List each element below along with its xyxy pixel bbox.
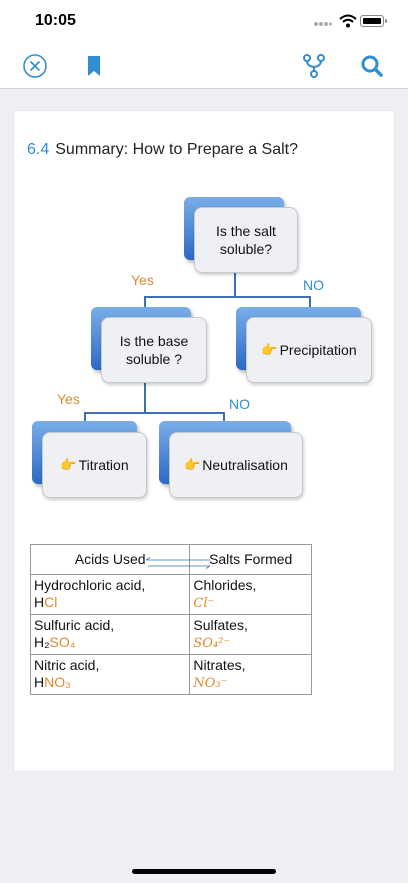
node-text-line: soluble ? bbox=[125, 351, 183, 367]
yes-label: Yes bbox=[131, 272, 154, 288]
table-row: Sulfuric acid, H₂SO₄ Sulfates, SO₄²⁻ bbox=[29, 614, 312, 655]
branch-icon bbox=[303, 54, 325, 78]
salt-cell: Nitrates, NO₃⁻ bbox=[189, 654, 312, 695]
acid-name: Sulfuric acid, bbox=[34, 617, 115, 633]
pointing-hand-icon: 👉 bbox=[60, 457, 77, 472]
connector bbox=[144, 381, 146, 413]
branch-button[interactable] bbox=[300, 52, 328, 80]
acid-cell: Hydrochloric acid, HCl bbox=[29, 574, 191, 615]
connector bbox=[223, 412, 225, 426]
node-text-line: Is the salt bbox=[216, 223, 276, 239]
table-row: Hydrochloric acid, HCl Chlorides, Cl⁻ bbox=[29, 574, 312, 615]
node-text: Titration bbox=[78, 457, 129, 473]
status-bar: 10:05 bbox=[0, 0, 408, 44]
section-title-text: Summary: How to Prepare a Salt? bbox=[55, 141, 299, 158]
table-header-cell: Acids Used bbox=[29, 544, 191, 575]
cellular-signal-icon bbox=[314, 22, 332, 26]
acid-cell: Nitric acid, HNO₃ bbox=[29, 654, 191, 695]
acid-name: Nitric acid, bbox=[34, 657, 100, 673]
acid-formula: H₂ bbox=[34, 634, 50, 650]
close-button[interactable] bbox=[21, 52, 49, 80]
bookmark-icon bbox=[88, 56, 100, 76]
connector bbox=[84, 412, 86, 426]
book-page: 6.4 Summary: How to Prepare a Salt? Is th… bbox=[14, 111, 394, 771]
connector bbox=[234, 271, 236, 297]
node-text-line: Is the base bbox=[119, 333, 189, 349]
wifi-icon bbox=[339, 14, 357, 28]
close-circle-icon bbox=[23, 54, 47, 78]
connector bbox=[144, 296, 146, 311]
no-label: NO bbox=[303, 277, 324, 293]
pointing-hand-icon: 👉 bbox=[184, 457, 201, 472]
acid-formula-anion: Cl bbox=[44, 594, 58, 610]
node-text: Neutralisation bbox=[202, 457, 288, 473]
salt-name: Nitrates, bbox=[193, 657, 246, 673]
home-indicator[interactable] bbox=[132, 869, 276, 874]
salt-cell: Sulfates, SO₄²⁻ bbox=[189, 614, 312, 655]
double-arrow-icon bbox=[145, 557, 211, 569]
node-text: Precipitation bbox=[279, 342, 357, 358]
no-label: NO bbox=[229, 396, 250, 412]
bookmark-button[interactable] bbox=[80, 52, 108, 80]
connector bbox=[144, 296, 310, 298]
yes-label: Yes bbox=[57, 391, 80, 407]
search-button[interactable] bbox=[358, 52, 386, 80]
acid-formula: H bbox=[34, 674, 45, 690]
section-number: 6.4 bbox=[27, 141, 50, 158]
connector bbox=[84, 412, 224, 414]
section-title: 6.4 Summary: How to Prepare a Salt? bbox=[27, 141, 298, 159]
table-header-row: Acids Used Salts Formed bbox=[29, 544, 312, 575]
connector bbox=[309, 296, 311, 311]
acid-cell: Sulfuric acid, H₂SO₄ bbox=[29, 614, 191, 655]
table-row: Nitric acid, HNO₃ Nitrates, NO₃⁻ bbox=[29, 654, 312, 695]
acid-formula-anion: SO₄ bbox=[49, 634, 76, 650]
salt-cell: Chlorides, Cl⁻ bbox=[189, 574, 312, 615]
salt-ion: SO₄²⁻ bbox=[193, 636, 231, 651]
acid-formula: H bbox=[34, 594, 45, 610]
salt-name: Chlorides, bbox=[193, 577, 257, 593]
acid-name: Hydrochloric acid, bbox=[34, 577, 146, 593]
status-time: 10:05 bbox=[35, 12, 76, 29]
salt-name: Sulfates, bbox=[193, 617, 248, 633]
salt-ion: NO₃⁻ bbox=[193, 676, 228, 691]
pointing-hand-icon: 👉 bbox=[261, 342, 278, 357]
acid-formula-anion: NO₃ bbox=[44, 674, 71, 690]
battery-icon bbox=[360, 15, 384, 27]
acids-salts-table: Acids Used Salts Formed Hydrochloric aci… bbox=[29, 544, 312, 695]
reader-toolbar bbox=[0, 44, 408, 89]
node-text-line: soluble? bbox=[219, 241, 273, 257]
salt-ion: Cl⁻ bbox=[193, 596, 215, 611]
search-icon bbox=[361, 55, 383, 77]
